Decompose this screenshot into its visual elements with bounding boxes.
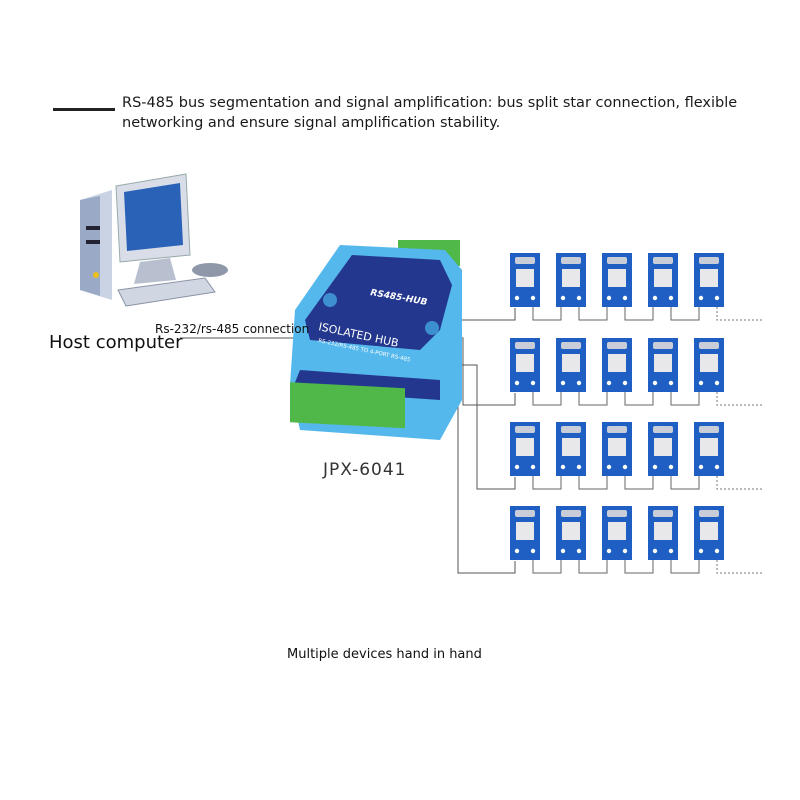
daisy-chain-wire: [670, 476, 700, 490]
daisy-chain-wire: [624, 392, 654, 406]
daisy-chain-wire: [532, 307, 562, 321]
rs485-device-icon: [556, 422, 586, 476]
host-computer-icon: [80, 173, 228, 307]
device-row: [510, 253, 724, 307]
rs485-device-icon: [510, 253, 540, 307]
device-row: [510, 338, 724, 392]
daisy-chain-wire: [578, 392, 608, 406]
rs485-device-icon: [556, 338, 586, 392]
daisy-chain-wire: [624, 476, 654, 490]
rs485-device-icon: [694, 338, 724, 392]
daisy-chain-wire: [670, 560, 700, 574]
headline-bar: [53, 108, 115, 111]
rs485-device-icon: [694, 253, 724, 307]
rs485-device-icon: [602, 506, 632, 560]
daisy-chain-wire: [532, 392, 562, 406]
rs485-device-icon: [648, 253, 678, 307]
rs485-device-icon: [556, 253, 586, 307]
rs485-device-icon: [648, 422, 678, 476]
continuation-wire: [716, 476, 764, 490]
rs485-device-icon: [510, 506, 540, 560]
continuation-wire: [716, 392, 764, 406]
rs485-device-icon: [602, 338, 632, 392]
hub-port-wire: [462, 364, 516, 490]
continuation-wire: [716, 560, 764, 574]
daisy-chain-wire: [532, 560, 562, 574]
diagram-caption: Multiple devices hand in hand: [287, 647, 482, 662]
connection-label: Rs-232/rs-485 connection: [155, 322, 310, 336]
device-row: [510, 506, 724, 560]
rs485-device-icon: [510, 338, 540, 392]
daisy-chain-wire: [624, 307, 654, 321]
host-computer-label: Host computer: [49, 332, 183, 353]
daisy-chain-wire: [532, 476, 562, 490]
device-row: [510, 422, 724, 476]
hub-device: RS485-HUB ISOLATED HUB RS-232/RS-485 TO …: [290, 240, 462, 440]
daisy-chain-wire: [578, 476, 608, 490]
bottom-terminal-block: [290, 382, 405, 429]
rs485-device-icon: [648, 506, 678, 560]
rs485-device-icon: [694, 506, 724, 560]
slave-devices: [510, 253, 724, 560]
rs485-device-icon: [648, 338, 678, 392]
rs485-device-icon: [694, 422, 724, 476]
rs485-device-icon: [602, 253, 632, 307]
rs485-device-icon: [510, 422, 540, 476]
continuation-wire: [716, 307, 764, 321]
daisy-chain-wire: [578, 307, 608, 321]
hub-model-label: JPX-6041: [323, 460, 407, 480]
daisy-chain-wire: [670, 307, 700, 321]
rs485-device-icon: [602, 422, 632, 476]
rs485-device-icon: [556, 506, 586, 560]
daisy-chain-wire: [578, 560, 608, 574]
daisy-chain-wire: [624, 560, 654, 574]
headline-text: RS-485 bus segmentation and signal ampli…: [122, 95, 738, 131]
daisy-chain-wire: [670, 392, 700, 406]
